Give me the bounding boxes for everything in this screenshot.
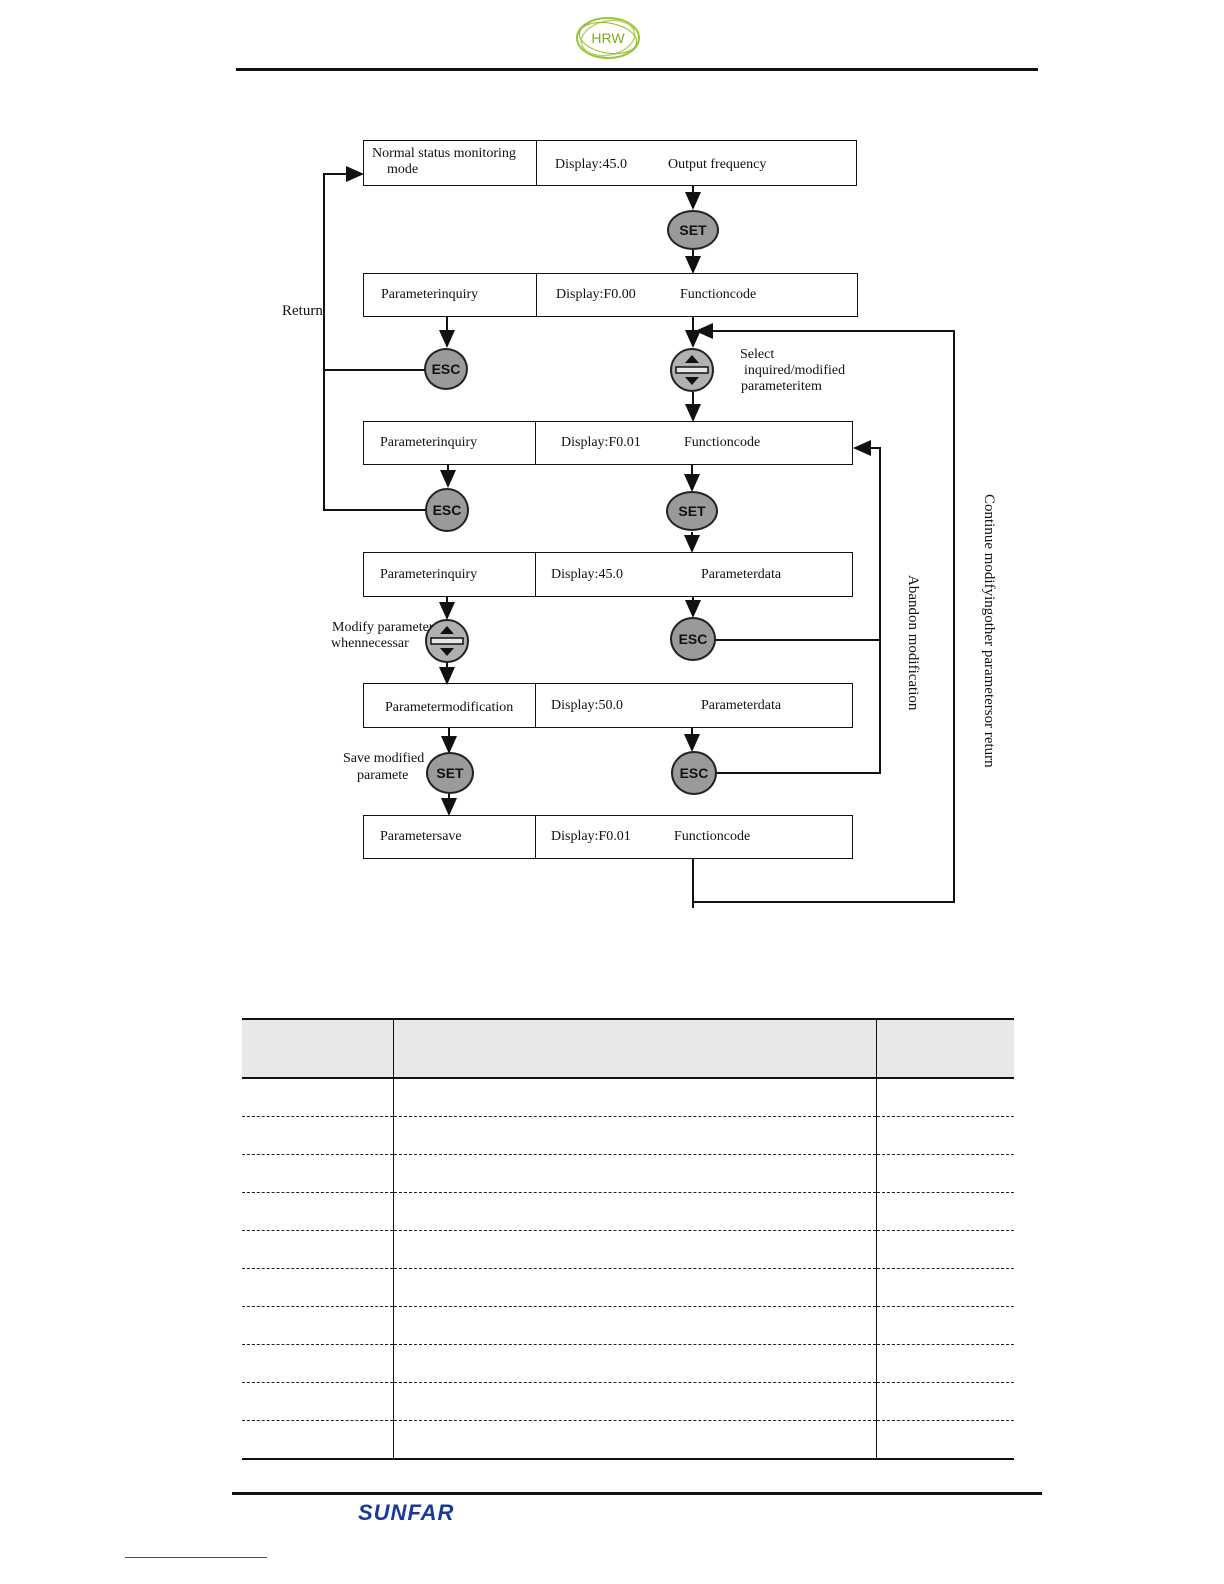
select-label-1: Select — [740, 347, 775, 362]
table-row — [242, 1230, 1014, 1269]
modify-label-1: Modify parameter — [332, 620, 434, 635]
flow-row-parameter-inquiry: Parameterinquiry Display:F0.01 Functionc… — [363, 421, 853, 465]
table-header-row — [242, 1018, 1014, 1079]
row-label-2: mode — [387, 162, 419, 177]
table-row — [242, 1420, 1014, 1460]
set-button: SET — [426, 752, 474, 794]
table-row — [242, 1116, 1014, 1155]
table-row — [242, 1268, 1014, 1307]
select-label-2: inquired/modified — [744, 363, 846, 378]
return-label: Return — [282, 303, 323, 319]
row-desc: Functioncode — [684, 435, 761, 450]
table-row — [242, 1382, 1014, 1421]
svg-text:HRW: HRW — [591, 30, 625, 46]
row-display: Display:45.0 — [551, 567, 623, 582]
row-desc: Parameterdata — [701, 567, 782, 582]
flow-row-monitoring: Normal status monitoring mode Display:45… — [363, 140, 857, 186]
flow-row-parameter-modification: Parametermodification Display:50.0 Param… — [363, 683, 853, 728]
row-label: Parameterinquiry — [381, 287, 479, 302]
set-button: SET — [667, 210, 719, 250]
up-down-key-icon — [425, 619, 469, 663]
set-button: SET — [666, 491, 718, 531]
up-down-key-icon — [670, 348, 714, 392]
table-row — [242, 1306, 1014, 1345]
row-label: Parametermodification — [385, 700, 514, 715]
header-rule — [236, 68, 1038, 71]
row-display: Display:F0.01 — [551, 829, 631, 844]
table-row — [242, 1078, 1014, 1117]
table-row — [242, 1192, 1014, 1231]
row-desc: Functioncode — [674, 829, 751, 844]
row-label: Parametersave — [380, 829, 462, 844]
row-display: Display:50.0 — [551, 698, 623, 713]
flow-row-parameter-inquiry: Parameterinquiry Display:45.0 Parameterd… — [363, 552, 853, 597]
save-label-2: paramete — [357, 768, 409, 783]
abandon-modification-label: Abandon modification — [905, 575, 921, 711]
parameter-table — [242, 1018, 1014, 1460]
table-row — [242, 1344, 1014, 1383]
sunfar-logo: SUNFAR — [358, 1500, 455, 1525]
row-desc: Parameterdata — [701, 698, 782, 713]
row-display: Display:45.0 — [555, 157, 627, 172]
hrw-logo: HRW — [576, 17, 640, 59]
row-display: Display:F0.00 — [556, 287, 636, 302]
flow-connectors — [323, 166, 955, 908]
footer-rule — [232, 1492, 1042, 1495]
esc-button: ESC — [425, 488, 469, 532]
row-label: Parameterinquiry — [380, 567, 478, 582]
row-desc: Functioncode — [680, 287, 757, 302]
modify-label-2: whennecessar — [331, 636, 409, 651]
esc-button: ESC — [671, 751, 717, 795]
flow-row-parameter-save: Parametersave Display:F0.01 Functioncode — [363, 815, 853, 859]
esc-button: ESC — [670, 617, 716, 661]
row-label: Parameterinquiry — [380, 435, 478, 450]
continue-or-return-label: Continue modifyingother parametersor ret… — [981, 494, 997, 768]
footer-link-underline — [125, 1557, 267, 1558]
esc-button: ESC — [424, 348, 468, 390]
flow-row-parameter-inquiry: Parameterinquiry Display:F0.00 Functionc… — [363, 273, 858, 317]
row-label: Normal status monitoring — [372, 146, 516, 161]
table-row — [242, 1154, 1014, 1193]
row-desc: Output frequency — [668, 157, 767, 172]
save-label-1: Save modified — [343, 751, 425, 766]
row-display: Display:F0.01 — [561, 435, 641, 450]
select-label-3: parameteritem — [741, 379, 822, 394]
